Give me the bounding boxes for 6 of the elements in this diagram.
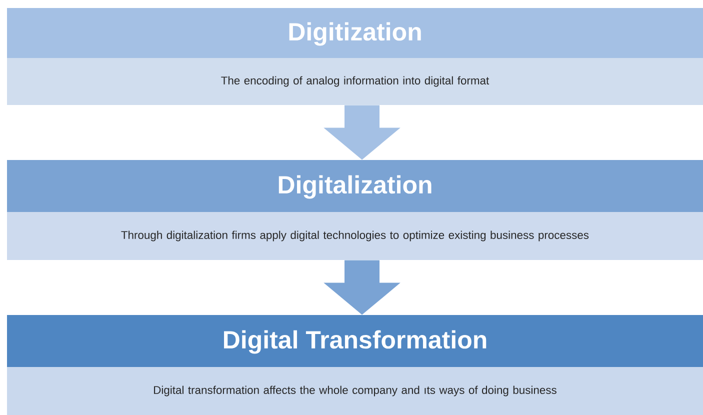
node-label: Digital transformation affects the whole company and ıts ways of doing business bbox=[154, 386, 556, 396]
process-box: Digital Transformation Digital transformation affects the whole company and ıts ways of doing business bbox=[7, 315, 703, 415]
node-label: The encoding of analog information into digital format bbox=[221, 76, 490, 87]
process-box: Digitization The encoding of analog information into digital format bbox=[7, 8, 703, 105]
process-box: Digitalization Through digitalization firms apply digital technologies to optimize existing business processes bbox=[7, 160, 703, 260]
node-label: Through digitalization firms apply digital technologies to optimize existing business processes bbox=[121, 230, 589, 242]
